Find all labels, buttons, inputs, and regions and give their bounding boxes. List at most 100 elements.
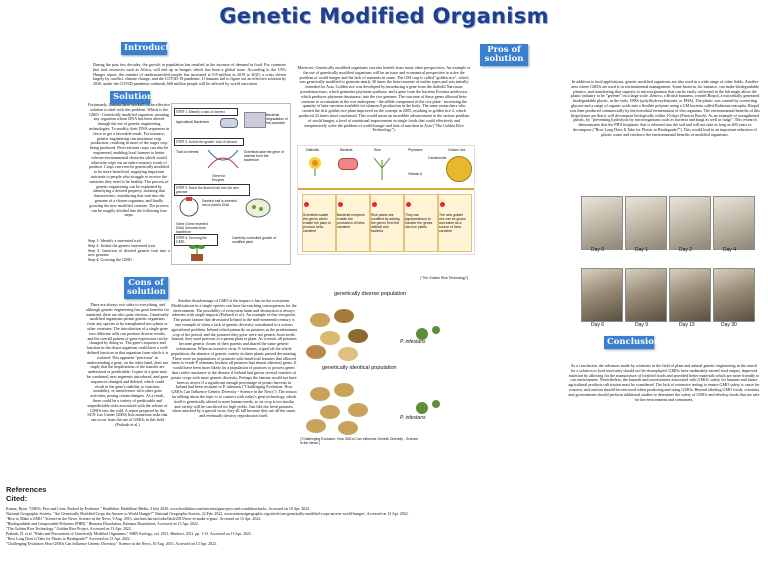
rice-label: Bacteria (340, 148, 353, 152)
solution-header: Solution (110, 91, 153, 104)
pros-header: Pros of solution (480, 44, 528, 66)
cons-header: Cons of solution (124, 277, 168, 299)
step-item: Step 1: Identify a interested trait (88, 239, 141, 243)
genetic-diversity-diagram: genetically diverse population P. infest… (300, 291, 470, 437)
references-list: Kumar, Ryan. "GMOs: Pros and Cons, Backe… (6, 507, 762, 547)
rice-caption: They use Agrobacterium to transfer the g… (405, 213, 433, 229)
diverse-population-label: genetically diverse population (334, 291, 407, 297)
diagram-step-1: STEP 1: Identify a trait of interest (174, 108, 238, 116)
diagram-label: Agricultural Bacterium (176, 120, 210, 124)
rice-caption: The new golden rice can be grown and eat… (439, 213, 466, 233)
day-label: Day 9 (635, 322, 649, 328)
poster-title: Genetic Modified Organism (219, 4, 549, 28)
day-label: Day 4 (723, 247, 737, 253)
bacteria-icon (338, 158, 358, 170)
diagram-step-4: STEP 4: Growing the GMO (174, 234, 218, 246)
reference-item: "Challenging Evolution: How GMOs Can Inf… (6, 542, 217, 546)
conclusion-text: As a conclusion, the advances made by sc… (568, 364, 760, 402)
reference-item: Kumar, Ryan. "GMOs: Pros and Cons, Backe… (6, 507, 311, 511)
diagram-label: Desired trait is inserted into a plant's… (202, 199, 237, 207)
intro-text: During the past few decades, the growth … (93, 63, 286, 87)
step-item: Step 4: Growing the GMO (88, 257, 132, 263)
bottle-photo (669, 196, 711, 250)
pathogen-label: P. infestans (400, 339, 426, 345)
reference-item: Prakash, D. et al. "Risks and Precaution… (6, 532, 252, 536)
solution-text: Fortunately, humans have worked out an e… (88, 103, 170, 218)
pros-text: Moreover, Genetically modified organisms… (297, 66, 471, 133)
rice-label: Golden rice (448, 148, 466, 152)
gmo-process-diagram: STEP 1: Identify a trait of interest Agr… (171, 103, 291, 265)
step-number-icon (304, 202, 309, 207)
daffodil-icon (309, 157, 321, 176)
step-number-icon (372, 202, 377, 207)
cons-right-text: Another disadvantage of GMO is the impac… (171, 299, 297, 419)
cons-text: There are always two sides to everything… (86, 303, 169, 427)
day-label: Day 6 (591, 322, 605, 328)
petri-dish-icon (245, 198, 271, 218)
golden-rice-citation: ("The Golden Rice Technology") (420, 276, 469, 280)
diverse-potatoes-illustration (306, 309, 440, 361)
plant-icon (189, 245, 205, 261)
references-label: References Cited: (6, 485, 47, 503)
reference-item: "The Golden Rice Technology." Golden Ric… (6, 527, 132, 531)
step-number-icon (440, 202, 445, 207)
rice-caption: Rice plants are modified by adding the g… (371, 213, 400, 233)
rice-label: Phytoene (408, 148, 423, 152)
rice-plant-icon (373, 157, 391, 180)
day-label: Day 30 (721, 322, 737, 328)
diagram-step-2: STEP 2: Isolate the genetic trait of int… (174, 138, 244, 146)
bottle-photo (669, 268, 711, 322)
mutant-bacteria-icon (244, 112, 266, 128)
day-label: Day 15 (679, 322, 695, 328)
step-number-icon (406, 202, 411, 207)
bottle-photo (713, 268, 755, 322)
diversity-citation: ("Challenging Evolution: How GMOs Can In… (300, 437, 419, 445)
golden-rice-diagram: Daffodils Bacteria Rice Phytoene Caroten… (297, 145, 475, 255)
step-number-icon (338, 202, 343, 207)
identical-potatoes-illustration (306, 383, 440, 435)
step-item: Step 3: Insertion of desired genetic tra… (88, 247, 170, 258)
rice-step-box: The new golden rice can be grown and eat… (438, 194, 472, 252)
rice-label: Vitamin A (408, 172, 423, 176)
diagram-label: Carefully controlled growth of modified … (232, 236, 276, 244)
reference-item: "How Long Does It Take for Plastic to Bi… (6, 537, 131, 541)
pathogen-label: P. infestans (400, 415, 426, 421)
steps-list: Step 1: Identify a interested trait Step… (88, 239, 170, 265)
step-item: Step 2: Isolate the genetic interested t… (88, 242, 155, 248)
rice-step-box: They use Agrobacterium to transfer the g… (404, 194, 438, 252)
reference-item: "Biodegradable and Compostable Polymers … (6, 522, 199, 526)
bottle-photo (625, 268, 667, 322)
golden-rice-bowl-icon (446, 156, 472, 182)
diagram-label: Gene for Enzyme (212, 174, 226, 182)
dna-icon (207, 149, 239, 169)
bacterium-icon (220, 118, 238, 128)
bottle-photo (713, 196, 755, 250)
rice-label: Rice (374, 148, 381, 152)
bottle-photo (581, 196, 623, 250)
day-label: Day 2 (679, 247, 693, 253)
rice-step-box: Rice plants are modified by adding the g… (370, 194, 404, 252)
diagram-label: Scientists take the gene of interest fro… (244, 150, 284, 162)
day-label: Day 0 (591, 247, 605, 253)
reference-item: National Geographic Society. "Are Geneti… (6, 512, 409, 516)
intro-header: Introduction (121, 42, 185, 55)
conclusion-header: Conclusion (604, 336, 660, 349)
rice-step-box: Bacterial enzymes enable the production … (336, 194, 370, 252)
rice-label: Carotenoids (428, 156, 447, 160)
rice-step-box: Scientists isolate the genes which enabl… (302, 194, 336, 252)
rice-caption: Scientists isolate the genes which enabl… (303, 213, 331, 233)
identical-population-label: genetically identical population (322, 365, 397, 371)
divider (298, 188, 474, 190)
rice-caption: Bacterial enzymes enable the production … (337, 213, 366, 229)
diagram-label: Trait of interest (176, 150, 199, 154)
diagram-label: Gene (Gene inserted DNA) removed from ba… (176, 222, 208, 234)
rice-label: Daffodils (306, 148, 320, 152)
diagram-label: Bacterial degradation of the pesticide (266, 113, 288, 125)
bottle-photo (625, 196, 667, 250)
bottle-photo (581, 268, 623, 322)
reference-item: "How to Make a GMO." Science in the News… (6, 517, 262, 521)
pros-right-text: In addition to food applications, geneti… (570, 80, 760, 137)
plasmid-icon (179, 197, 199, 217)
day-label: Day 1 (635, 247, 649, 253)
diagram-step-3: STEP 3: Insert the desired trait into th… (174, 184, 250, 196)
